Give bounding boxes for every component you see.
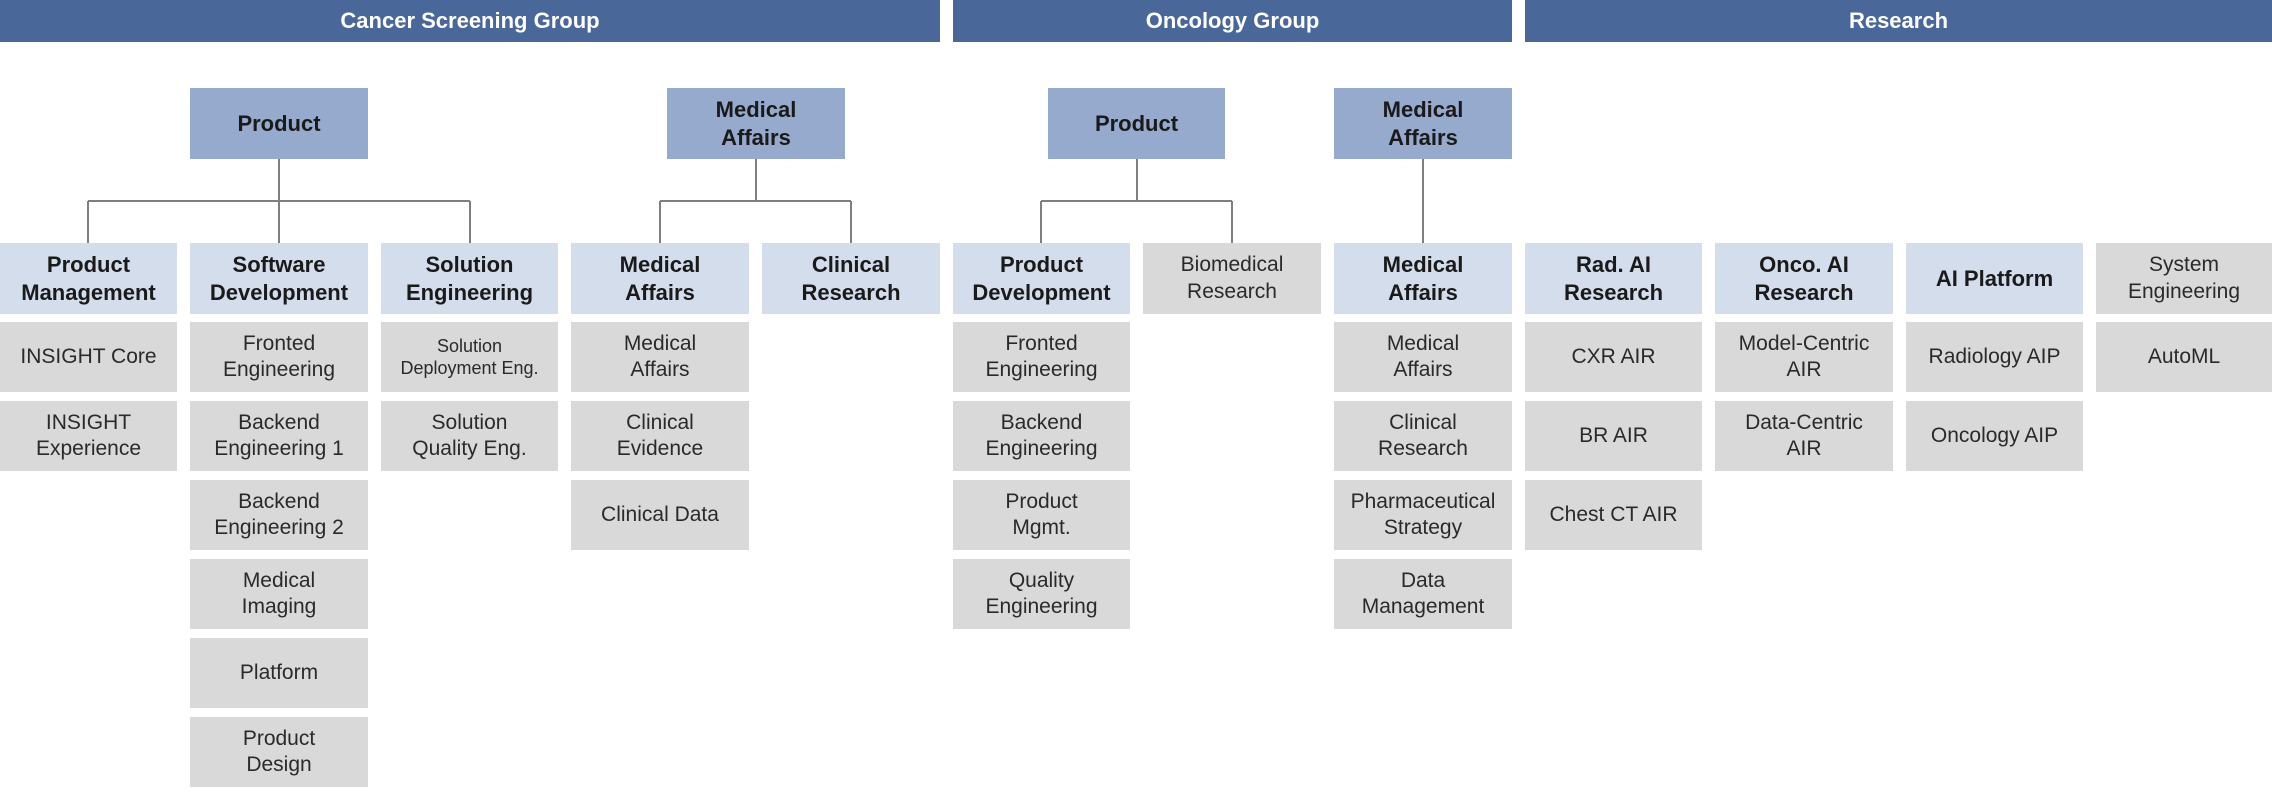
og-product-box: Product — [1048, 88, 1225, 159]
sub-og-biomedical-research: Biomedical Research — [1143, 243, 1321, 314]
og-medical-affairs-box: Medical Affairs — [1334, 88, 1512, 159]
leaf-cs-clinical-evidence: Clinical Evidence — [571, 401, 749, 471]
leaf-data-centric-air: Data-Centric AIR — [1715, 401, 1893, 471]
leaf-sd-backend-engineering-1: Backend Engineering 1 — [190, 401, 368, 471]
leaf-insight-experience: INSIGHT Experience — [0, 401, 177, 471]
leaf-og-backend-engineering: Backend Engineering — [953, 401, 1130, 471]
leaf-og-fronted-engineering: Fronted Engineering — [953, 322, 1130, 392]
cs-medical-affairs-box: Medical Affairs — [667, 88, 845, 159]
leaf-og-medical-affairs: Medical Affairs — [1334, 322, 1512, 392]
sub-og-product-development: Product Development — [953, 243, 1130, 314]
leaf-br-air: BR AIR — [1525, 401, 1702, 471]
leaf-og-quality-engineering: Quality Engineering — [953, 559, 1130, 629]
leaf-og-product-mgmt: Product Mgmt. — [953, 480, 1130, 550]
leaf-cs-medical-affairs: Medical Affairs — [571, 322, 749, 392]
leaf-og-pharmaceutical-strategy: Pharmaceutical Strategy — [1334, 480, 1512, 550]
sub-software-development: Software Development — [190, 243, 368, 314]
leaf-og-clinical-research: Clinical Research — [1334, 401, 1512, 471]
leaf-cs-clinical-data: Clinical Data — [571, 480, 749, 550]
leaf-solution-quality-eng: Solution Quality Eng. — [381, 401, 558, 471]
leaf-model-centric-air: Model-Centric AIR — [1715, 322, 1893, 392]
cs-product-box: Product — [190, 88, 368, 159]
sub-solution-engineering: Solution Engineering — [381, 243, 558, 314]
leaf-solution-deployment-eng: Solution Deployment Eng. — [381, 322, 558, 392]
leaf-chest-ct-air: Chest CT AIR — [1525, 480, 1702, 550]
sub-ai-platform: AI Platform — [1906, 243, 2083, 314]
header-oncology-group: Oncology Group — [953, 0, 1512, 42]
leaf-sd-medical-imaging: Medical Imaging — [190, 559, 368, 629]
leaf-sd-backend-engineering-2: Backend Engineering 2 — [190, 480, 368, 550]
header-cancer-screening-group: Cancer Screening Group — [0, 0, 940, 42]
sub-og-medical-affairs: Medical Affairs — [1334, 243, 1512, 314]
leaf-insight-core: INSIGHT Core — [0, 322, 177, 392]
leaf-automl: AutoML — [2096, 322, 2272, 392]
leaf-sd-platform: Platform — [190, 638, 368, 708]
sub-cs-clinical-research: Clinical Research — [762, 243, 940, 314]
leaf-cxr-air: CXR AIR — [1525, 322, 1702, 392]
leaf-sd-product-design: Product Design — [190, 717, 368, 787]
sub-system-engineering: System Engineering — [2096, 243, 2272, 314]
leaf-oncology-aip: Oncology AIP — [1906, 401, 2083, 471]
sub-onco-ai-research: Onco. AI Research — [1715, 243, 1893, 314]
sub-cs-medical-affairs: Medical Affairs — [571, 243, 749, 314]
leaf-sd-fronted-engineering: Fronted Engineering — [190, 322, 368, 392]
leaf-og-data-management: Data Management — [1334, 559, 1512, 629]
sub-rad-ai-research: Rad. AI Research — [1525, 243, 1702, 314]
header-research: Research — [1525, 0, 2272, 42]
leaf-radiology-aip: Radiology AIP — [1906, 322, 2083, 392]
sub-product-management: Product Management — [0, 243, 177, 314]
